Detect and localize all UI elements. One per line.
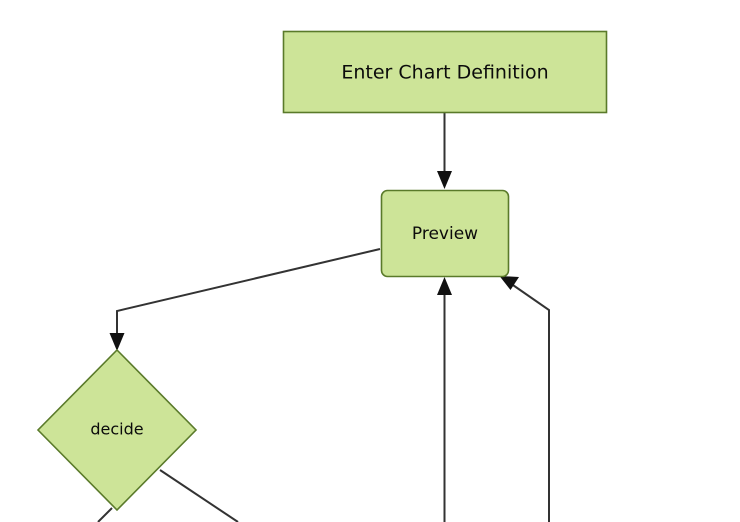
- node-enter-chart-definition-shape: [282, 30, 608, 114]
- node-enter-chart-definition-label: Enter Chart Definition: [341, 62, 548, 84]
- node-enter-chart-definition[interactable]: Enter Chart Definition: [282, 30, 608, 114]
- edge-return-center-to-preview: [437, 277, 452, 522]
- node-decide-shape: [36, 348, 198, 512]
- node-preview-label: Preview: [412, 224, 478, 244]
- edge-decide-branch-right: [159, 469, 239, 522]
- node-decide-label: decide: [90, 420, 143, 439]
- node-decide[interactable]: decide: [36, 348, 198, 512]
- edge-return-right-to-preview: [499, 276, 550, 522]
- node-preview-shape: [380, 189, 510, 278]
- edge-decide-branch-left: [97, 507, 113, 522]
- edge-enter-to-preview: [437, 113, 452, 189]
- edge-preview-to-decide: [109, 248, 381, 351]
- node-preview[interactable]: Preview: [380, 189, 510, 278]
